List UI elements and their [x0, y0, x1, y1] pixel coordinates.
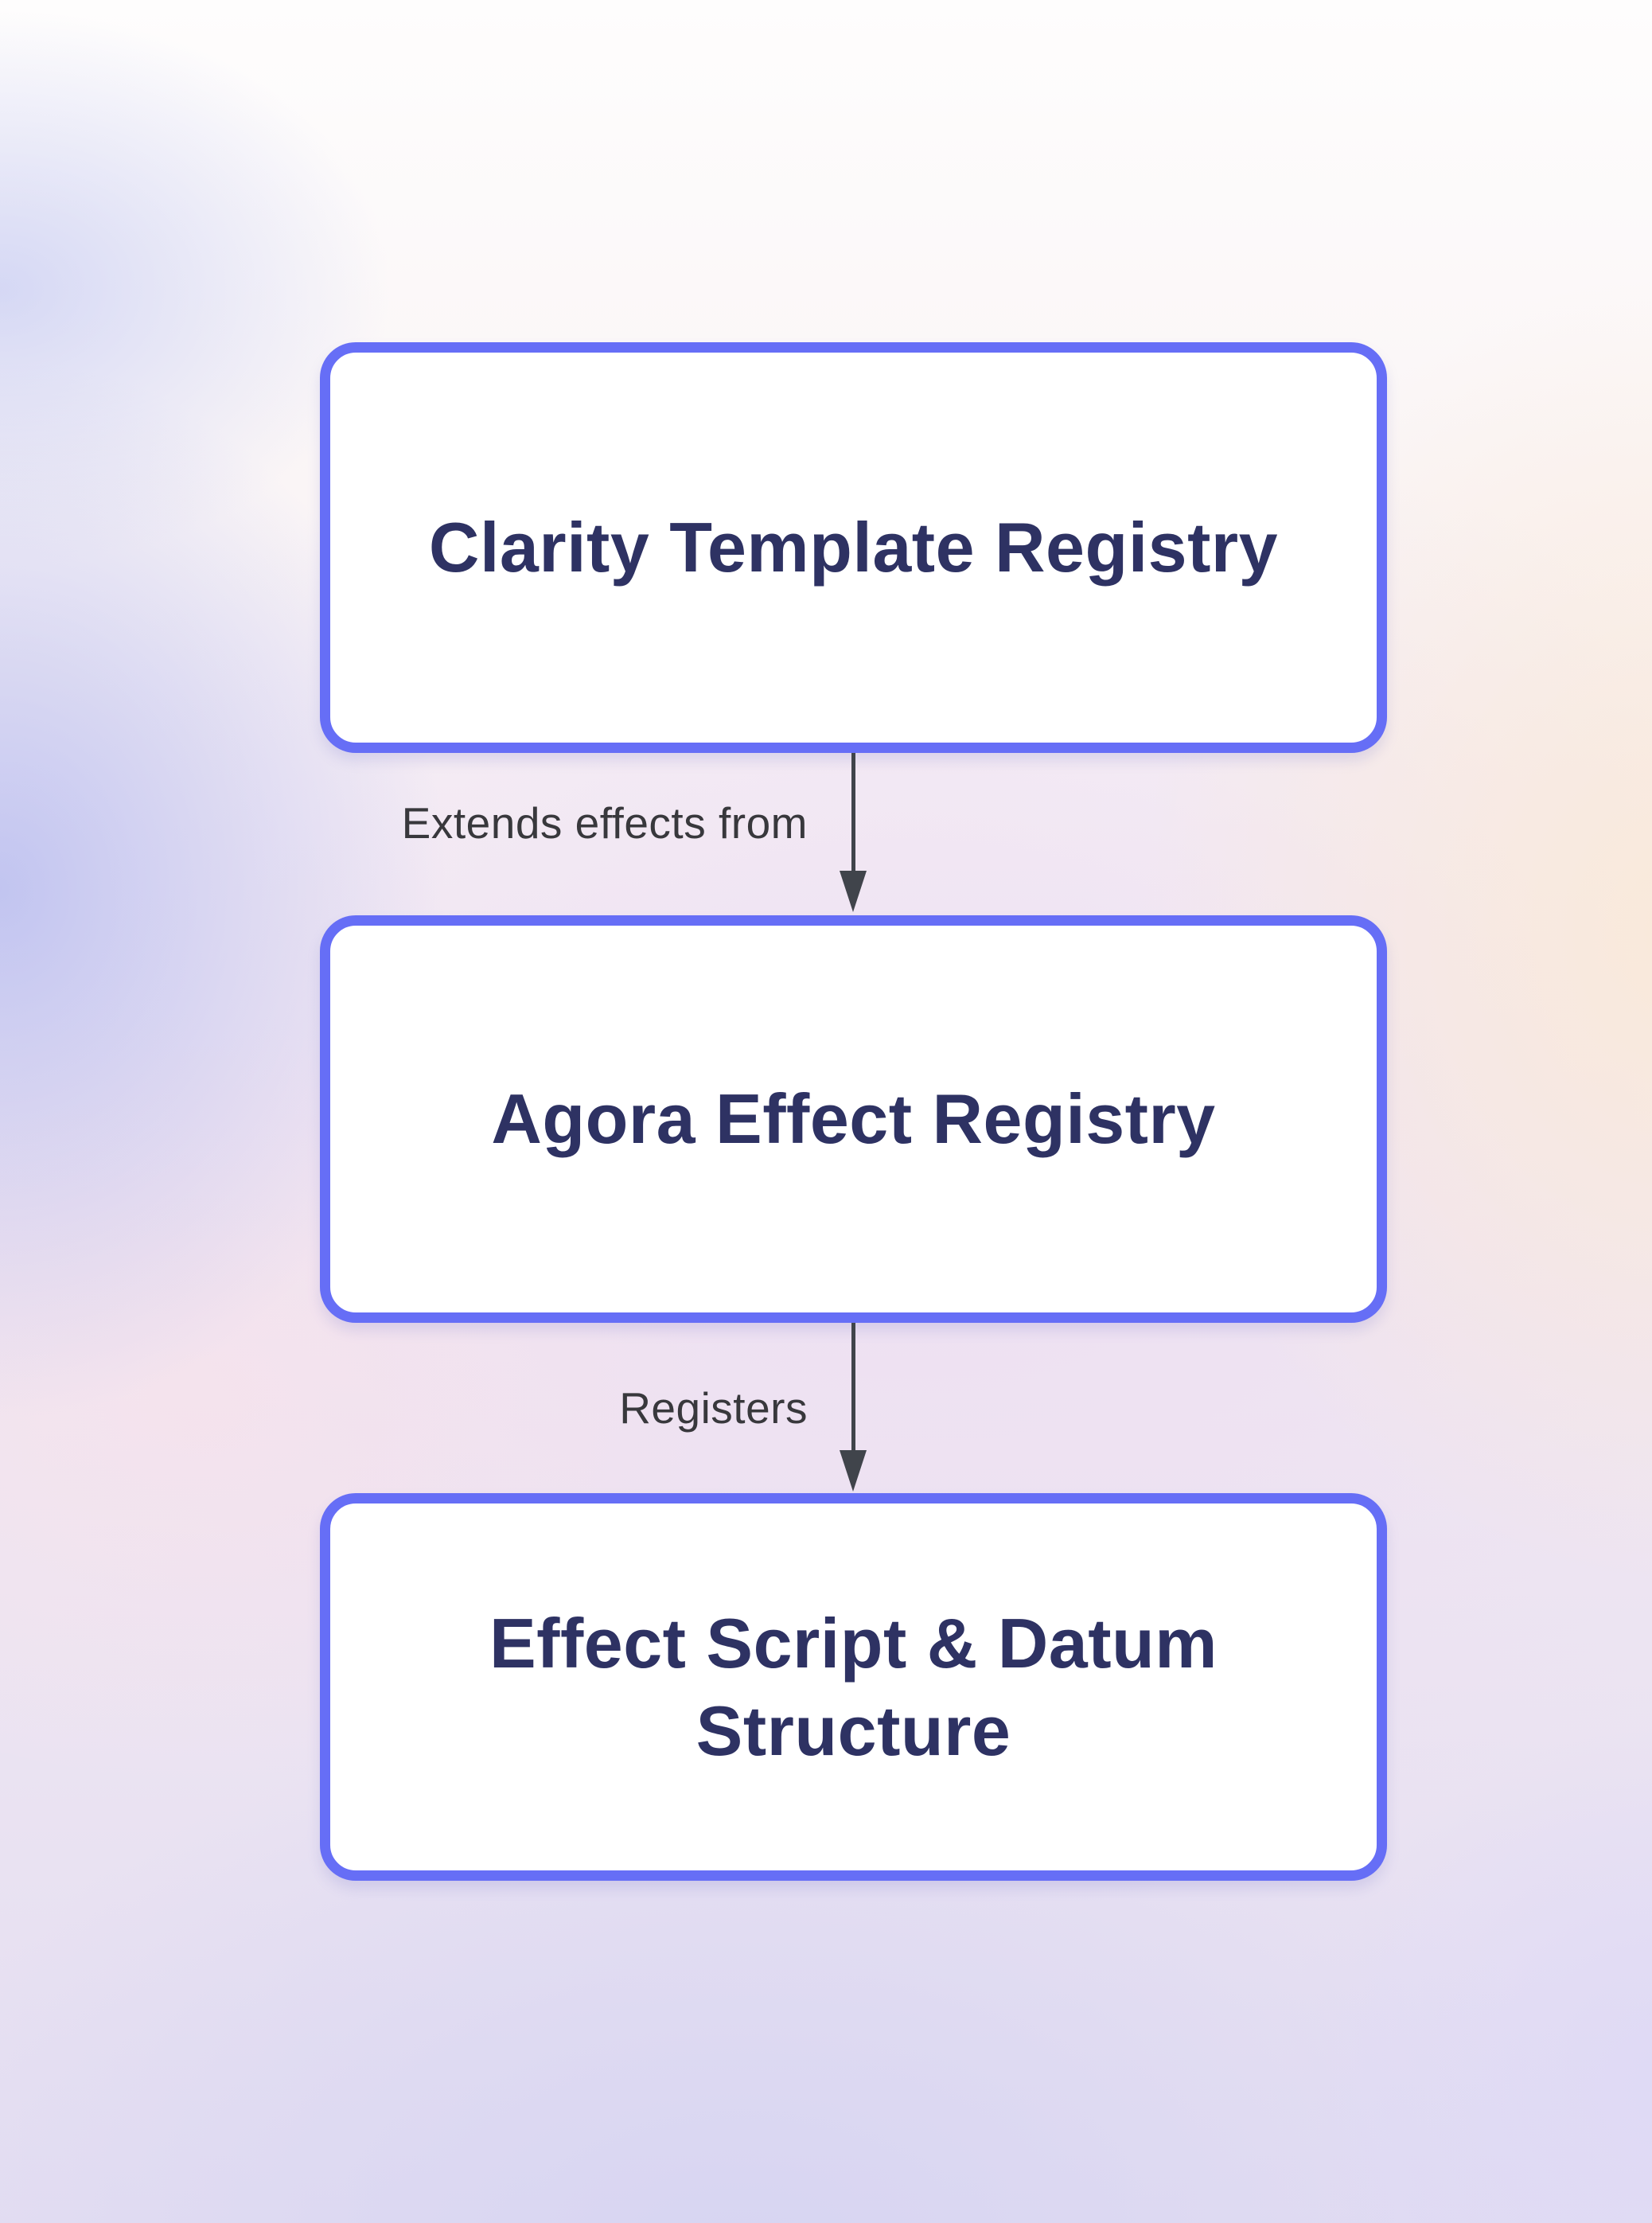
node-label-effect-script-datum-structure: Effect Script & Datum Structure [489, 1603, 1218, 1770]
node-effect-script-datum-structure: Effect Script & Datum Structure [320, 1493, 1387, 1881]
node-label-agora-effect-registry: Agora Effect Registry [491, 1079, 1216, 1158]
edge-label-extends-effects-from: Extends effects from [401, 798, 808, 848]
arrow-down-icon [839, 1323, 867, 1492]
node-clarity-template-registry: Clarity Template Registry [320, 342, 1387, 753]
node-label-clarity-template-registry: Clarity Template Registry [428, 508, 1279, 587]
arrow-head-icon [840, 871, 867, 912]
arrow-line [851, 753, 855, 871]
arrow-head-icon [840, 1450, 867, 1492]
node-agora-effect-registry: Agora Effect Registry [320, 915, 1387, 1323]
arrow-down-icon [839, 753, 867, 912]
edge-label-registers: Registers [619, 1383, 808, 1433]
arrow-line [851, 1323, 855, 1450]
